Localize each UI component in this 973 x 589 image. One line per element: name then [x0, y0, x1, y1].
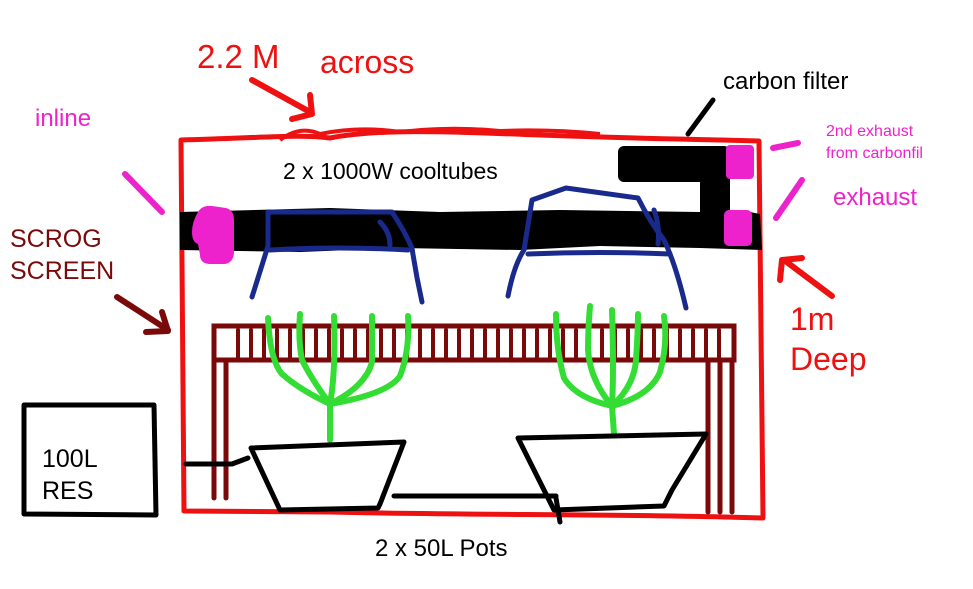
ducting	[180, 146, 762, 252]
carbon-filter-pointer	[685, 97, 716, 137]
second-exhaust-fan-icon	[726, 145, 754, 179]
tent-top-scribble	[278, 126, 601, 142]
second-exhaust-pointer-mark	[770, 140, 801, 151]
scrog-slats	[236, 328, 721, 362]
scrog-leg-left	[211, 357, 229, 501]
main-duct	[180, 208, 762, 252]
scrog-arrow-icon	[114, 294, 171, 335]
tent-width-label: 2.2 M	[197, 38, 280, 75]
second-exhaust-label-line2: from carbonfil	[826, 145, 923, 162]
tent-outline	[178, 129, 766, 521]
second-exhaust-label-line1: 2nd exhaust	[826, 123, 914, 140]
pot-icon	[248, 439, 407, 513]
cooltube-light-icon	[505, 185, 689, 311]
scrog-screen	[211, 323, 737, 515]
exhaust-label: exhaust	[833, 184, 918, 211]
tent-depth-label-line1: 1m	[790, 301, 835, 337]
reservoir-tank	[21, 402, 159, 518]
carbon-filter-label: carbon filter	[723, 68, 849, 95]
tent-depth-label-line2: Deep	[790, 341, 867, 377]
cooltubes-label: 2 x 1000W cooltubes	[283, 158, 498, 184]
scrog-label-line2: SCREEN	[10, 257, 115, 285]
inline-fan-label: inline	[35, 105, 92, 132]
scrog-label-line1: SCROG	[10, 225, 102, 253]
cooltube-light-icon	[249, 209, 425, 305]
pots-label: 2 x 50L Pots	[375, 535, 508, 562]
plant-icon	[553, 303, 669, 437]
inline-pointer-mark	[122, 171, 165, 215]
reservoir-label-line1: 100L	[42, 445, 98, 473]
depth-arrow-icon	[777, 255, 835, 299]
inline-fan-icon	[192, 205, 234, 264]
width-arrow-icon	[249, 77, 315, 122]
exhaust-pointer-mark	[773, 177, 805, 221]
tent-width-across-label: across	[320, 44, 415, 80]
exhaust-fan-icon	[724, 210, 752, 246]
scrog-leg-right	[705, 357, 735, 515]
reservoir-label-line2: RES	[42, 477, 94, 505]
plant-icon	[265, 311, 412, 443]
irrigation-tubing	[183, 455, 563, 525]
pot-icon	[515, 431, 709, 513]
